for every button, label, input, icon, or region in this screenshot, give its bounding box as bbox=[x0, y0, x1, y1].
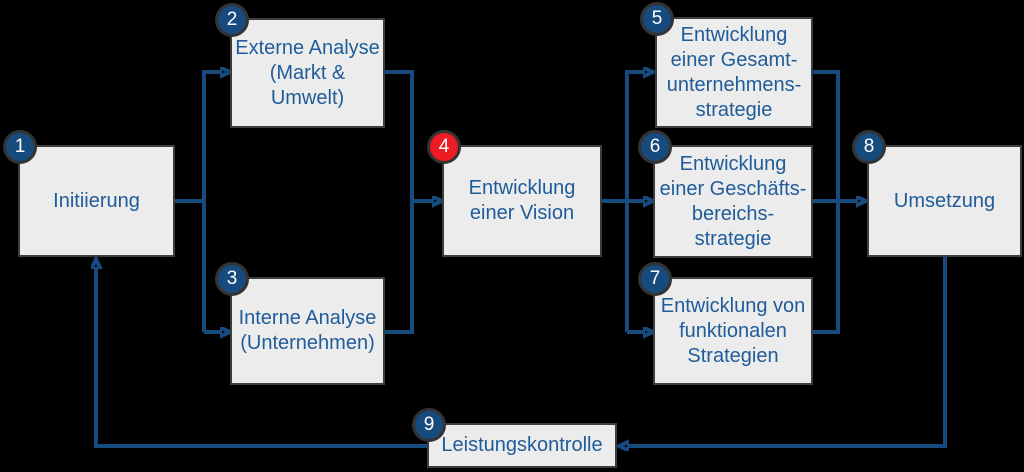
step-badge-3: 3 bbox=[215, 262, 249, 296]
step-badge-1: 1 bbox=[3, 130, 37, 164]
step-badge-7: 7 bbox=[638, 262, 672, 296]
step-badge-5: 5 bbox=[640, 2, 674, 36]
box-label: Entwicklung von funktionalen Strategien bbox=[660, 294, 806, 367]
box-leistungskontrolle: 9 Leistungskontrolle bbox=[412, 408, 617, 468]
connector-analyse-merge bbox=[385, 70, 414, 334]
step-badge-9: 9 bbox=[412, 408, 446, 442]
step-badge-2: 2 bbox=[215, 3, 249, 37]
box-vision: 4 Entwicklung einer Vision bbox=[427, 130, 602, 257]
box-initiierung: 1 Initiierung bbox=[3, 130, 175, 257]
step-badge-4-highlighted: 4 bbox=[427, 130, 461, 164]
box-label: Entwicklung einer Gesamt- unternehmens- … bbox=[666, 23, 802, 121]
box-label: Leistungskontrolle bbox=[441, 434, 603, 456]
box-label: Initiierung bbox=[53, 189, 140, 212]
box-label: Entwicklung einer Geschäfts- bereichs- s… bbox=[659, 152, 807, 250]
step-badge-6: 6 bbox=[638, 130, 672, 164]
step-badge-8: 8 bbox=[852, 130, 886, 164]
box-umsetzung: 8 Umsetzung bbox=[852, 130, 1022, 257]
connector-vision-split-up bbox=[625, 72, 643, 332]
connector-kontrolle-to-init bbox=[96, 269, 427, 448]
connector-umsetzung-to-kontrolle bbox=[629, 257, 947, 446]
box-interne-analyse: 3 Interne Analyse (Unternehmen) bbox=[215, 262, 385, 385]
connector-init-split-up bbox=[202, 72, 220, 332]
box-label: Umsetzung bbox=[893, 189, 996, 212]
box-label: Interne Analyse (Unternehmen) bbox=[238, 307, 377, 354]
box-gesamtunternehmensstrategie: 5 Entwicklung einer Gesamt- unternehmens… bbox=[640, 2, 813, 128]
box-label: Externe Analyse (Markt & Umwelt) bbox=[235, 36, 380, 109]
box-geschaeftsbereichsstrategie: 6 Entwicklung einer Geschäfts- bereichs-… bbox=[638, 130, 813, 258]
box-funktionale-strategien: 7 Entwicklung von funktionalen Strategie… bbox=[638, 262, 813, 385]
box-label: Entwicklung einer Vision bbox=[468, 177, 576, 224]
box-externe-analyse: 2 Externe Analyse (Markt & Umwelt) bbox=[215, 3, 385, 128]
